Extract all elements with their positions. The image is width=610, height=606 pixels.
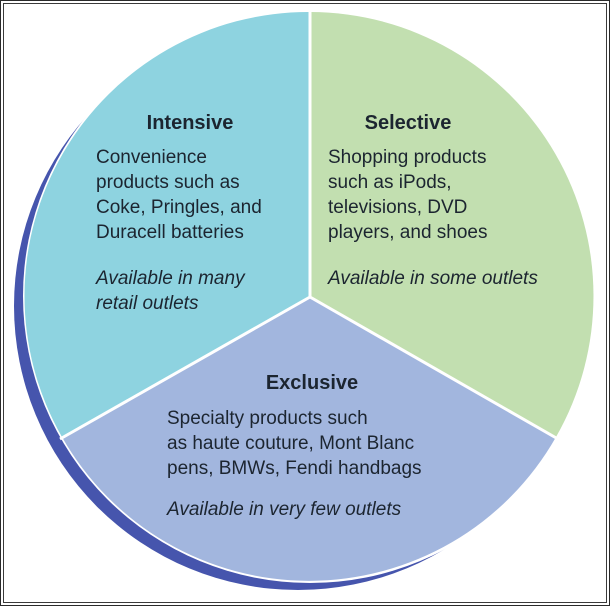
selective-availability: Available in some outlets [328,268,538,289]
divider-left [59,295,311,441]
exclusive-description: Specialty products such as haute couture… [167,408,422,479]
exclusive-title: Exclusive [265,372,359,394]
inner-frame-border [3,3,607,603]
segment-intensive [24,11,311,438]
intensive-description: Convenience products such as Coke, Pring… [96,147,262,243]
selective-title: Selective [364,112,452,134]
intensive-title: Intensive [146,112,234,134]
divider-right [309,295,559,441]
intensive-availability: Available in many retail outlets [96,268,245,314]
selective-description: Shopping products such as iPods, televis… [328,147,488,243]
segment-selective [310,12,594,437]
exclusive-availability: Available in very few outlets [167,499,402,520]
